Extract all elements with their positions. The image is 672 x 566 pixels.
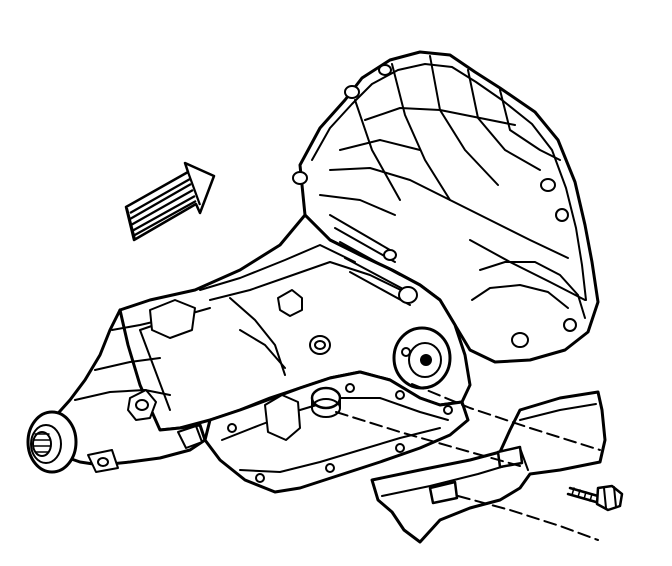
alignment-lines (335, 383, 601, 541)
mount-boss (392, 326, 452, 390)
heat-shield (370, 390, 607, 544)
transmission-assembly (26, 50, 600, 494)
forward-arrow-icon (124, 161, 216, 242)
extension-housing (26, 299, 207, 474)
bell-housing (292, 50, 600, 364)
oil-pan (203, 370, 470, 494)
bolt-icon (566, 484, 624, 512)
